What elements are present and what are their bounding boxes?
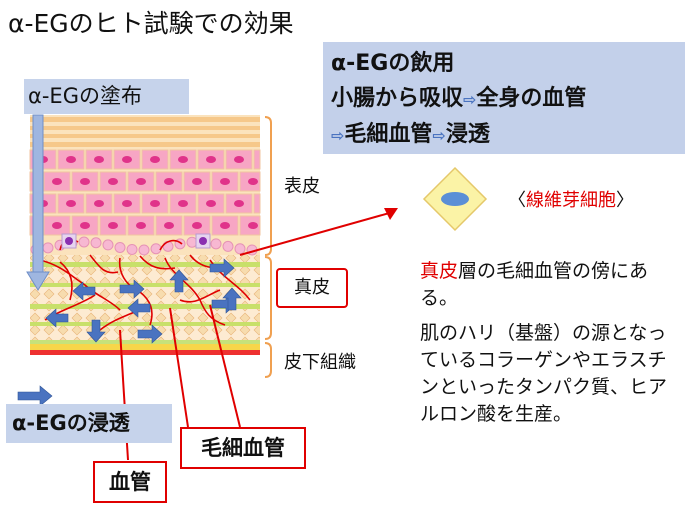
cell-nucleus xyxy=(150,156,160,163)
oral-step-penetrate: 浸透 xyxy=(445,122,490,147)
melanocytes xyxy=(61,233,211,249)
oral-step-absorb: 小腸から吸収 xyxy=(331,86,464,111)
cell-nucleus xyxy=(66,200,76,207)
oral-line-1: α-EGの飲用 xyxy=(331,51,455,76)
basal-cell xyxy=(162,240,174,252)
basal-cell xyxy=(150,243,162,255)
pointer-lines xyxy=(119,211,394,461)
subcutis-stripe-yellow xyxy=(30,344,260,350)
cell-nucleus xyxy=(206,156,216,163)
basal-cell xyxy=(102,239,114,251)
basal-cell xyxy=(90,237,102,249)
cell-nucleus xyxy=(192,178,202,185)
page-title: α-EGのヒト試験での効果 xyxy=(8,9,294,38)
layer-label-subcutis: 皮下組織 xyxy=(284,352,356,373)
subcutis-stripe-green xyxy=(30,340,260,344)
cell-nucleus xyxy=(192,222,202,229)
basal-cell xyxy=(210,238,222,250)
layer-label-dermis: 真皮 xyxy=(276,268,348,308)
cell-nucleus xyxy=(136,222,146,229)
layer-label-epidermis: 表皮 xyxy=(284,176,320,197)
cell-nucleus xyxy=(94,200,104,207)
basal-cell xyxy=(114,241,126,253)
apply-label: α-EGの塗布 xyxy=(24,79,189,114)
cell-nucleus xyxy=(52,222,62,229)
basal-cell xyxy=(126,243,138,255)
pointer-arrowhead xyxy=(384,208,398,220)
cell-nucleus xyxy=(94,156,104,163)
oral-intake-box: α-EGの飲用 小腸から吸収⇨全身の血管 ⇨毛細血管⇨浸透 xyxy=(323,42,685,154)
cell-nucleus xyxy=(248,178,258,185)
cell-nucleus xyxy=(66,156,76,163)
arrow-right-icon: ⇨ xyxy=(432,126,446,145)
cell-nucleus xyxy=(52,178,62,185)
cell-nucleus xyxy=(164,178,174,185)
arrow-right-icon: ⇨ xyxy=(463,90,477,109)
cell-nucleus xyxy=(234,156,244,163)
oral-line-3: ⇨毛細血管⇨浸透 xyxy=(331,117,685,153)
epidermal-cells xyxy=(29,149,261,236)
basal-cell xyxy=(78,236,90,248)
vessel-label: 血管 xyxy=(93,461,167,503)
oral-step-capillary: 毛細血管 xyxy=(344,122,433,147)
cell-nucleus xyxy=(234,200,244,207)
cell-nucleus xyxy=(248,222,258,229)
cell-nucleus xyxy=(80,222,90,229)
fibroblast-function-text: 肌のハリ（基盤）の源となっているコラーゲンやエラスチンといったタンパク質、ヒアル… xyxy=(420,322,668,425)
stratum-corneum xyxy=(30,117,260,147)
cell-nucleus xyxy=(220,178,230,185)
subcutis-stripe-red xyxy=(30,350,260,355)
basal-cell xyxy=(42,242,54,254)
layer-brackets xyxy=(264,116,272,378)
cell-nucleus xyxy=(178,156,188,163)
basal-cell xyxy=(138,244,150,256)
cell-nucleus xyxy=(108,222,118,229)
fibroblast-label: 〈線維芽細胞〉 xyxy=(508,190,634,211)
cell-nucleus xyxy=(178,200,188,207)
apply-arrow xyxy=(26,114,50,291)
cell-nucleus xyxy=(122,200,132,207)
capillary-label: 毛細血管 xyxy=(180,427,306,469)
basal-cell xyxy=(234,243,246,255)
cell-nucleus xyxy=(136,178,146,185)
cell-nucleus xyxy=(206,200,216,207)
oral-step-vessels: 全身の血管 xyxy=(476,86,587,111)
cell-nucleus xyxy=(122,156,132,163)
penetration-label: α-EGの浸透 xyxy=(6,404,172,443)
cell-nucleus xyxy=(150,200,160,207)
basal-cell xyxy=(222,240,234,252)
epidermal-cell xyxy=(253,193,261,214)
fibroblast-icon xyxy=(422,166,488,232)
cell-nucleus xyxy=(220,222,230,229)
cell-nucleus xyxy=(80,178,90,185)
epidermal-cell xyxy=(253,149,261,170)
cell-nucleus xyxy=(164,222,174,229)
cell-nucleus xyxy=(108,178,118,185)
oral-line-2: 小腸から吸収⇨全身の血管 xyxy=(331,81,685,117)
arrow-right-icon: ⇨ xyxy=(331,126,345,145)
penetration-arrows xyxy=(17,258,242,407)
fibroblast-location-text: 真皮層の毛細血管の傍にある。 xyxy=(420,260,649,309)
